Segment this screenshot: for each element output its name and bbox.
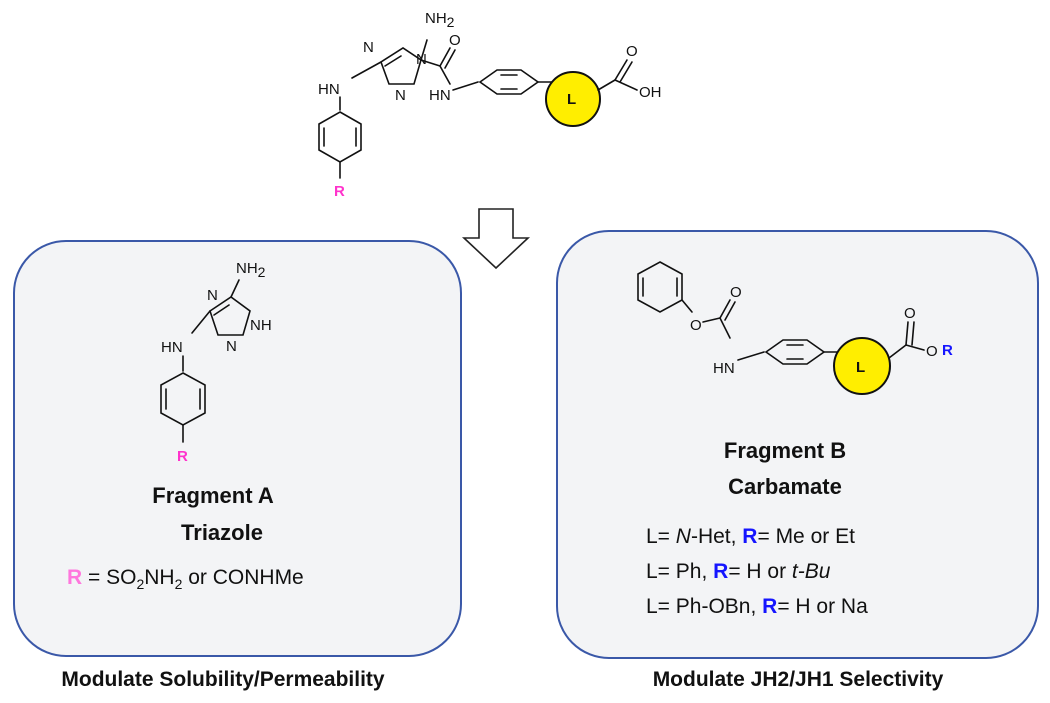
top-amide-aryl-bond bbox=[452, 81, 479, 91]
fb-ester-double-2 bbox=[911, 321, 915, 346]
fb-line1-l-rest: -Het, bbox=[691, 525, 742, 548]
fragment-b-line-1: L= N-Het, R= Me or Et bbox=[646, 525, 855, 548]
top-n-atom-1: N bbox=[363, 39, 374, 56]
top-acid-double-2 bbox=[619, 61, 633, 83]
fb-line3-r-rest: = H or Na bbox=[777, 595, 868, 618]
fragment-a-tail: or CONHMe bbox=[182, 566, 303, 589]
fragment-a-sub-2: 2 bbox=[175, 576, 183, 592]
top-carbonyl-double bbox=[439, 47, 451, 67]
top-acid-o: O bbox=[626, 43, 638, 60]
fragment-a-r-definition: R = SO2NH2 or CONHMe bbox=[67, 566, 304, 592]
fb-line3-r: R bbox=[762, 595, 777, 618]
fa-hn-label: HN bbox=[161, 339, 183, 356]
fragment-a-r-symbol: R bbox=[67, 566, 82, 589]
fb-line2-r-italic: t-Bu bbox=[792, 560, 831, 583]
fragment-a-nh: NH bbox=[144, 566, 174, 589]
fb-line3-l: L= Ph-OBn, bbox=[646, 595, 762, 618]
fragment-a-subtitle: Triazole bbox=[181, 520, 263, 545]
top-r-label: R bbox=[334, 183, 345, 200]
top-molecule: NH2 N N N HN R O HN L O OH bbox=[318, 10, 662, 200]
fa-nh2-label: NH2 bbox=[236, 260, 266, 280]
fb-ester-carbonyl-o: O bbox=[904, 305, 916, 322]
fb-line2-r-rest: = H or bbox=[728, 560, 792, 583]
fb-line2-l: L= Ph, bbox=[646, 560, 713, 583]
fb-carbonyl-o: O bbox=[730, 284, 742, 301]
top-triazole-ring bbox=[380, 47, 422, 85]
fragment-a-sub-1: 2 bbox=[136, 576, 144, 592]
fb-ester-o-bond bbox=[905, 344, 925, 351]
top-carbonyl-double-2 bbox=[444, 49, 456, 69]
fb-ester-bond bbox=[888, 344, 907, 359]
fa-hn-bond bbox=[191, 310, 211, 334]
fb-carbonyl-double-2 bbox=[724, 301, 736, 321]
top-hn-label: HN bbox=[318, 81, 340, 98]
fragment-a-title: Fragment A bbox=[152, 483, 274, 508]
top-n-atom-3: N bbox=[395, 87, 406, 104]
fa-n-atom-1: N bbox=[207, 287, 218, 304]
top-aryl-ring bbox=[318, 111, 362, 163]
top-nh2-label: NH2 bbox=[425, 10, 455, 30]
top-acid-oh-bond bbox=[614, 79, 638, 91]
fa-nh-atom: NH bbox=[250, 317, 272, 334]
fb-phenyl-ring bbox=[637, 261, 683, 313]
fa-n-atom-2: N bbox=[226, 338, 237, 355]
fb-ester-double-1 bbox=[905, 321, 909, 346]
fb-line2-r: R bbox=[713, 560, 728, 583]
fa-r-label: R bbox=[177, 448, 188, 465]
top-linker-label: L bbox=[567, 91, 576, 108]
fb-r-label: R bbox=[942, 342, 953, 359]
top-nh2-bond bbox=[420, 39, 428, 61]
fragment-b-title: Fragment B bbox=[724, 438, 846, 463]
fb-ether-o: O bbox=[690, 317, 702, 334]
fb-line1-l: L= bbox=[646, 525, 676, 548]
fb-carbamate-n-bond bbox=[719, 317, 731, 339]
fragment-a-r-eq: = SO bbox=[82, 566, 136, 589]
down-arrow bbox=[461, 208, 531, 270]
top-hn-bond bbox=[351, 61, 382, 79]
top-acid-double-1 bbox=[614, 59, 628, 81]
fb-line1-r: R bbox=[742, 525, 757, 548]
fb-hn-aryl-bond bbox=[737, 351, 765, 361]
fragment-b-line-2: L= Ph, R= H or t-Bu bbox=[646, 560, 831, 583]
fb-ester-o: O bbox=[926, 343, 938, 360]
fb-o-bond bbox=[681, 299, 693, 313]
fa-triazole-double bbox=[213, 304, 230, 316]
fb-line1-r-rest: = Me or Et bbox=[757, 525, 855, 548]
fragment-b-molecule: O O HN L O O R bbox=[637, 261, 953, 395]
fa-triazole-ring bbox=[209, 296, 251, 336]
fa-nh2-bond bbox=[230, 279, 240, 298]
top-triazole-double-bond bbox=[384, 55, 402, 67]
fragment-b-line-3: L= Ph-OBn, R= H or Na bbox=[646, 595, 868, 618]
fb-hn-label: HN bbox=[713, 360, 735, 377]
top-acid-bond bbox=[597, 79, 616, 91]
top-acid-oh: OH bbox=[639, 84, 662, 101]
fragment-a-molecule: NH2 N NH N HN R bbox=[160, 260, 272, 465]
fragment-b-subtitle: Carbamate bbox=[728, 474, 842, 499]
top-n-carbonyl-bond bbox=[420, 59, 441, 67]
top-amide-hn: HN bbox=[429, 87, 451, 104]
fb-carbonyl-double-1 bbox=[719, 299, 731, 319]
fragment-b-panel bbox=[556, 230, 1039, 659]
top-carbonyl-o: O bbox=[449, 32, 461, 49]
fb-linker-label: L bbox=[856, 359, 865, 376]
fragment-b-caption: Modulate JH2/JH1 Selectivity bbox=[653, 668, 944, 691]
fragment-a-panel bbox=[13, 240, 462, 657]
fragment-a-caption: Modulate Solubility/Permeability bbox=[61, 668, 385, 691]
top-phenylene-ring bbox=[478, 69, 540, 95]
fb-line1-l-val: N bbox=[676, 525, 692, 548]
top-amide-bond bbox=[439, 65, 451, 85]
fb-linker-circle bbox=[833, 337, 891, 395]
fb-o-carbonyl-bond bbox=[702, 317, 721, 323]
top-linker-circle bbox=[545, 71, 601, 127]
